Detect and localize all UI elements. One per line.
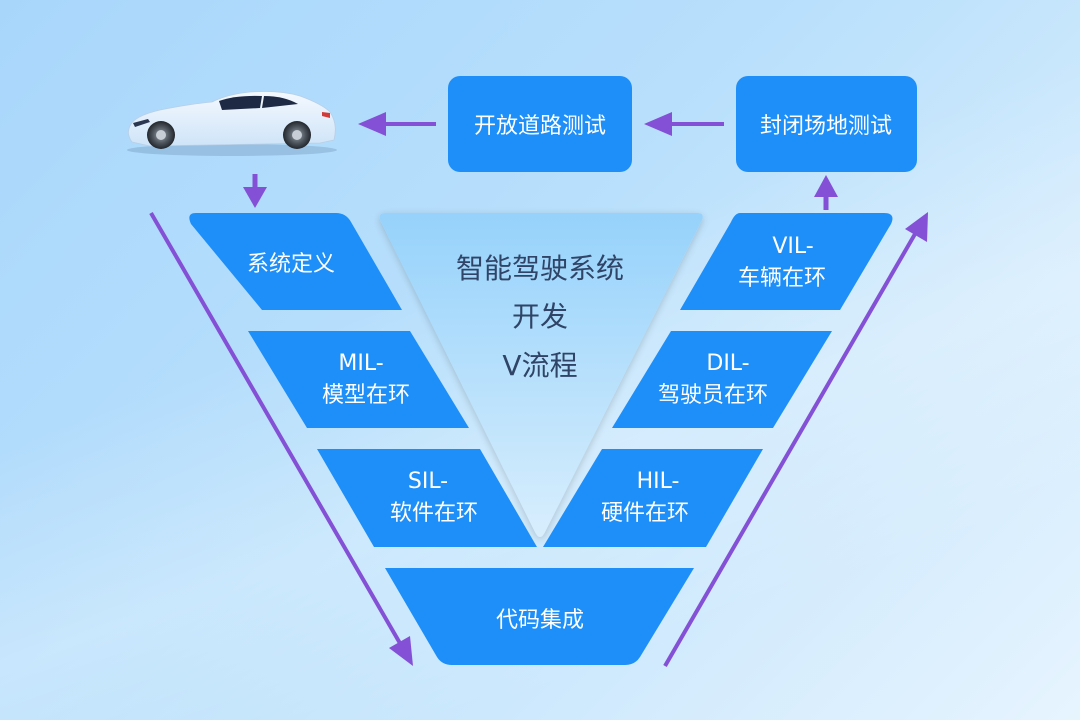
closed-site-test-label: 封闭场地测试 xyxy=(760,114,892,139)
stage-code: DIL- xyxy=(706,351,749,376)
stage-system-definition[interactable]: 系统定义 xyxy=(189,213,402,310)
stage-vil[interactable]: VIL- 车辆在环 xyxy=(680,213,893,310)
title-line-3: V流程 xyxy=(502,349,577,382)
title-line-2: 开发 xyxy=(512,300,568,333)
stage-label: 模型在环 xyxy=(322,383,410,408)
center-title: 智能驾驶系统 开发 V流程 xyxy=(456,252,624,382)
stage-label: 代码集成 xyxy=(496,608,584,633)
arrow-up-icon xyxy=(814,175,838,210)
right-branch: VIL- 车辆在环 DIL- 驾驶员在环 HIL- 硬件在环 xyxy=(543,213,893,547)
arrow-left-icon xyxy=(644,112,724,136)
car-image xyxy=(127,91,337,156)
arrows xyxy=(149,112,928,668)
stage-label: 硬件在环 xyxy=(601,501,689,526)
stage-code: VIL- xyxy=(772,234,813,259)
stage-label: 车辆在环 xyxy=(738,266,826,291)
left-branch: 系统定义 MIL- 模型在环 SIL- 软件在环 xyxy=(189,213,537,547)
stage-code: SIL- xyxy=(408,469,448,494)
arrow-down-icon xyxy=(243,174,267,208)
open-road-test-label: 开放道路测试 xyxy=(474,114,606,139)
stage-label: 系统定义 xyxy=(247,252,335,277)
center-triangle xyxy=(379,213,703,537)
stage-code: HIL- xyxy=(637,469,680,494)
stage-sil[interactable]: SIL- 软件在环 xyxy=(317,449,537,547)
stage-mil[interactable]: MIL- 模型在环 xyxy=(248,331,469,428)
open-road-test-box[interactable]: 开放道路测试 xyxy=(448,76,632,172)
arrow-ascend-icon xyxy=(663,212,928,668)
stage-label: 驾驶员在环 xyxy=(658,383,768,408)
stage-code: MIL- xyxy=(338,351,383,376)
title-line-1: 智能驾驶系统 xyxy=(456,252,624,285)
stage-label: 软件在环 xyxy=(390,501,478,526)
arrow-descend-icon xyxy=(149,211,413,666)
arrow-left-icon xyxy=(358,112,436,136)
closed-site-test-box[interactable]: 封闭场地测试 xyxy=(736,76,917,172)
stage-code-integration[interactable]: 代码集成 xyxy=(385,568,694,665)
stage-dil[interactable]: DIL- 驾驶员在环 xyxy=(612,331,832,428)
stage-hil[interactable]: HIL- 硬件在环 xyxy=(543,449,763,547)
